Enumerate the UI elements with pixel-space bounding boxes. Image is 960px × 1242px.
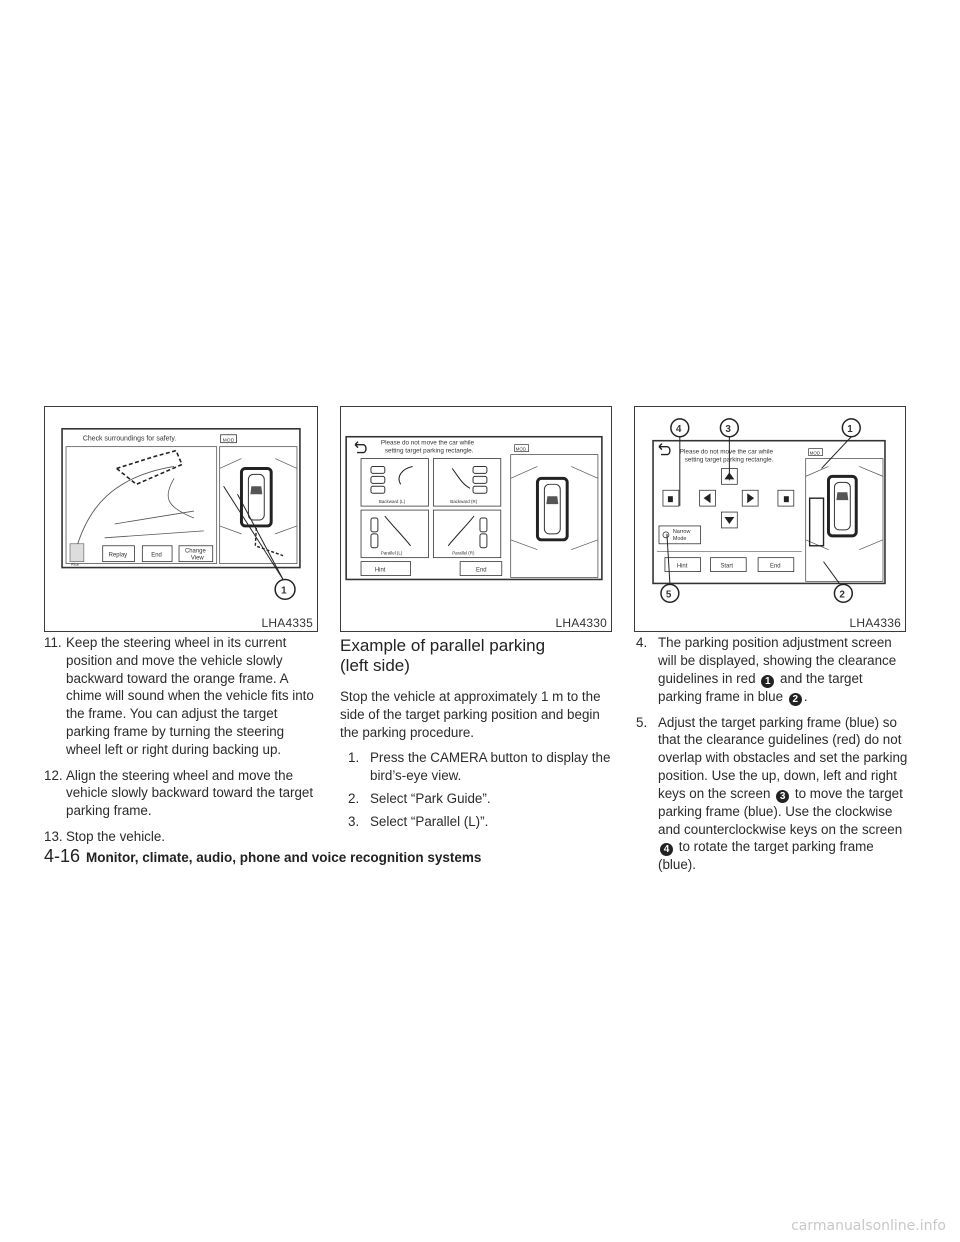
- msg-line2: setting target parking rectangle.: [385, 448, 474, 455]
- item-text: Select “Park Guide”.: [370, 790, 491, 806]
- list-item: 4. The parking position adjustment scree…: [636, 634, 908, 706]
- intro-paragraph: Stop the vehicle at approximately 1 m to…: [340, 689, 601, 740]
- list-item: 1. Press the CAMERA button to display th…: [340, 749, 614, 785]
- figure-code: LHA4335: [261, 616, 313, 630]
- option-parallel-r: Parallel (R): [452, 551, 475, 556]
- column-1: 11. Keep the steering wheel in its curre…: [44, 634, 320, 854]
- position-adjust-screen-illustration: Please do not move the car while setting…: [652, 418, 886, 603]
- start-button: Start: [720, 564, 733, 570]
- callout-ref-2: 2: [788, 692, 802, 706]
- page-number: 4-16: [44, 846, 81, 866]
- callout-ref-1: 1: [761, 674, 775, 688]
- callout-4: 4: [676, 424, 682, 435]
- figure-lha4330: Please do not move the car while setting…: [340, 406, 612, 632]
- figure-lha4335: Check surroundings for safety. MOD Rear …: [44, 406, 318, 632]
- watermark: carmanualsonline.info: [791, 1218, 946, 1234]
- item-text: Stop the vehicle.: [66, 828, 166, 844]
- mod-badge: MOD: [810, 451, 820, 456]
- item-text: Align the steering wheel and move the ve…: [66, 767, 314, 819]
- section-heading: Example of parallel parking (left side): [340, 636, 546, 675]
- item-text-c: to rotate the target parking frame (blue…: [658, 839, 874, 873]
- item-text: Press the CAMERA button to display the b…: [370, 750, 611, 784]
- chapter-title: Monitor, climate, audio, phone and voice…: [86, 850, 482, 865]
- item-number: 5.: [636, 714, 648, 730]
- item-number: 11.: [44, 635, 62, 650]
- callout-3: 3: [725, 424, 731, 435]
- page-footer: 4-16 Monitor, climate, audio, phone and v…: [44, 846, 481, 870]
- item-text-a: The parking position adjustment screen w…: [658, 635, 897, 686]
- narrow-line2: Mode: [673, 536, 687, 542]
- rear-label: Rear: [71, 562, 80, 567]
- item-number: 1.: [348, 750, 360, 766]
- end-button: End: [476, 568, 487, 574]
- column-3: 4. The parking position adjustment scree…: [636, 634, 908, 882]
- end-button: End: [770, 564, 781, 570]
- replay-button: Replay: [109, 553, 128, 559]
- list-item: 13. Stop the vehicle.: [44, 828, 320, 846]
- item-text-a: Adjust the target parking frame (blue) s…: [658, 714, 908, 801]
- option-backward-r: Backward (R): [450, 499, 477, 504]
- hint-button: Hint: [375, 568, 386, 574]
- screen-message: Check surroundings for safety.: [83, 436, 176, 443]
- callout-1: 1: [847, 424, 853, 435]
- option-backward-l: Backward (L): [379, 499, 406, 504]
- narrow-line1: Narrow: [673, 529, 691, 535]
- figure-code: LHA4330: [555, 616, 607, 630]
- end-button: End: [151, 553, 162, 559]
- rear-camera-screen-illustration: Check surroundings for safety. MOD Rear …: [61, 428, 301, 601]
- item-number: 13.: [44, 828, 63, 844]
- change-button-line1: Change: [185, 549, 206, 555]
- list-item: 2. Select “Park Guide”.: [340, 790, 614, 808]
- callout-ref-4: 4: [660, 843, 673, 857]
- item-text: Keep the steering wheel in its current p…: [66, 635, 314, 757]
- item-text: Select “Parallel (L)”.: [370, 813, 489, 829]
- item-number: 12.: [44, 767, 63, 783]
- column-2: Example of parallel parking (left side) …: [340, 634, 614, 836]
- msg-line1: Please do not move the car while: [381, 440, 475, 447]
- change-button-line2: View: [191, 556, 204, 562]
- list-item: 5. Adjust the target parking frame (blue…: [636, 714, 908, 875]
- callout-ref-3: 3: [776, 789, 790, 803]
- park-guide-screen-illustration: Please do not move the car while setting…: [345, 435, 603, 581]
- list-item: 3. Select “Parallel (L)”.: [340, 813, 614, 831]
- msg-line1: Please do not move the car while: [680, 449, 774, 456]
- mod-badge: MOD: [223, 438, 235, 444]
- callout-1: 1: [281, 585, 287, 596]
- callout-2: 2: [839, 589, 845, 600]
- item-text-c: .: [803, 688, 808, 704]
- figure-lha4336: Please do not move the car while setting…: [634, 406, 906, 632]
- list-item: 12. Align the steering wheel and move th…: [44, 767, 320, 820]
- item-text-b: to move the target parking frame (blue).…: [658, 785, 903, 837]
- item-number: 3.: [348, 813, 360, 829]
- list-item: 11. Keep the steering wheel in its curre…: [44, 634, 320, 759]
- mod-badge: MOD: [516, 447, 526, 452]
- callout-5: 5: [666, 589, 672, 600]
- option-parallel-l: Parallel (L): [381, 551, 403, 556]
- hint-button: Hint: [677, 564, 688, 570]
- item-number: 4.: [636, 635, 648, 650]
- item-text-b: and the target parking frame in blue: [658, 670, 863, 704]
- figure-code: LHA4336: [849, 616, 901, 630]
- item-number: 2.: [348, 790, 360, 806]
